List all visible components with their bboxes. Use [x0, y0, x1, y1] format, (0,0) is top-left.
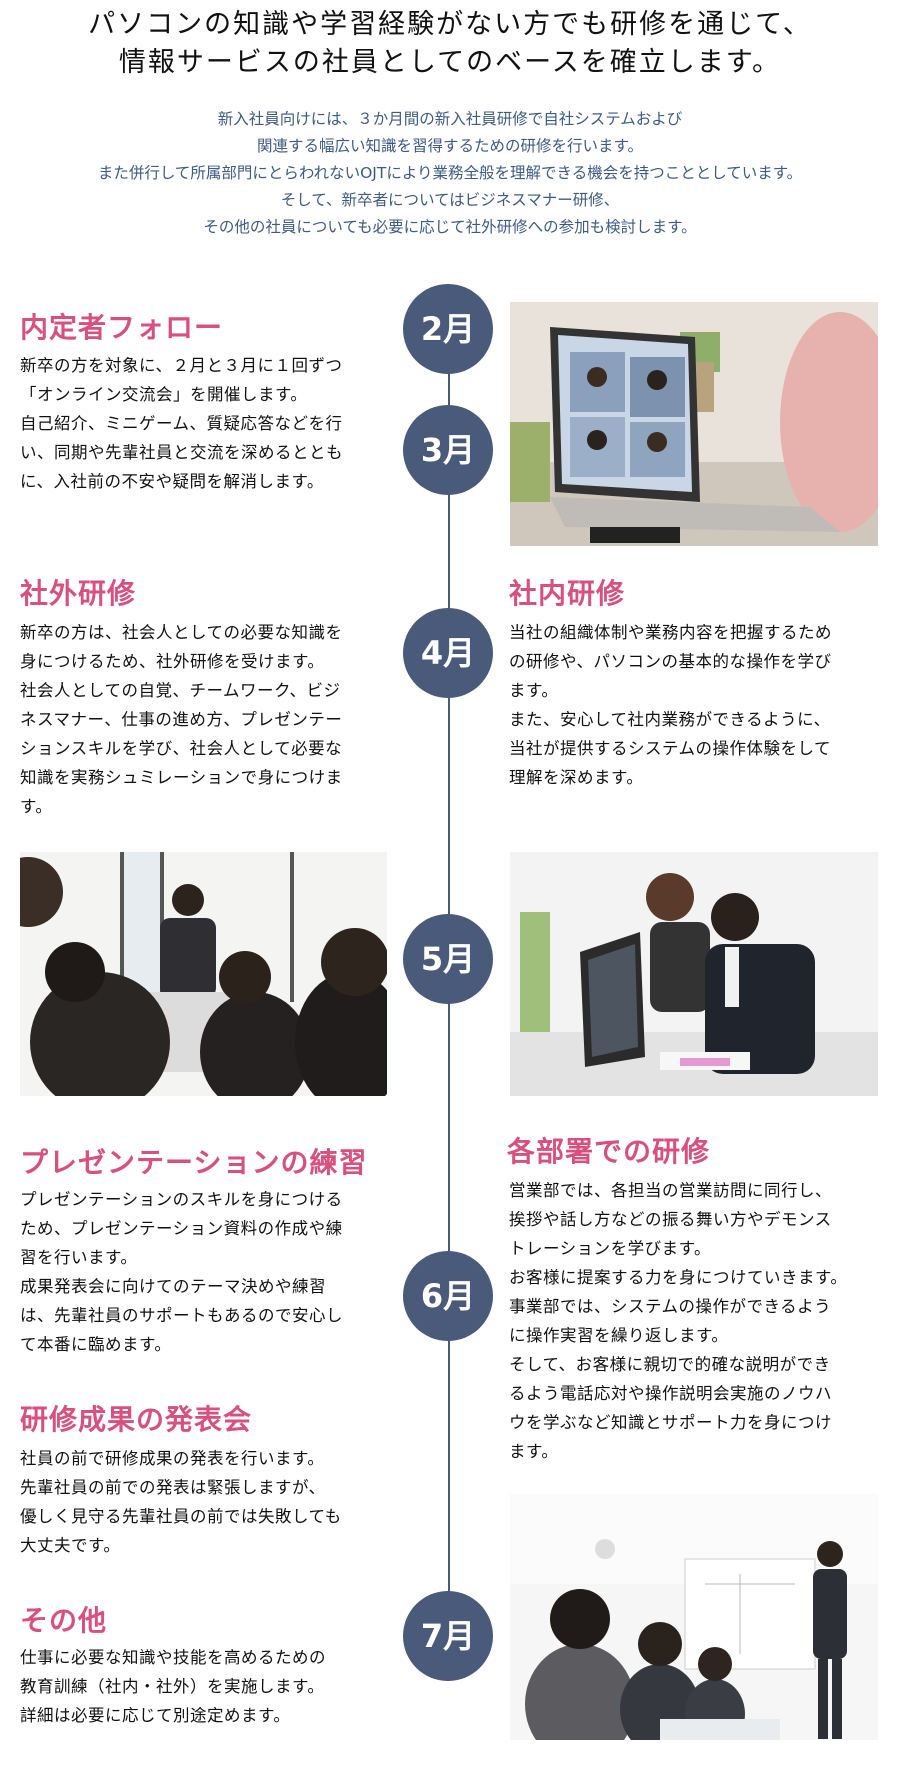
section-title-external: 社外研修 — [20, 577, 137, 610]
section-body-follow: 新卒の方を対象に、２月と３月に１回ずつ 「オンライン交流会」を開催します。 自己… — [20, 356, 343, 491]
section-title-department: 各部署での研修 — [507, 1135, 711, 1168]
section-title-follow: 内定者フォロー — [20, 311, 224, 344]
section-body-internal: 当社の組織体制や業務内容を把握するため の研修や、パソコンの基本的な操作を学び … — [509, 623, 832, 787]
intro-line: そして、新卒者についてはビジネスマナー研修、 — [280, 191, 620, 209]
section-body-results: 社員の前で研修成果の発表を行います。 先輩社員の前での発表は緊張しますが、 優し… — [20, 1449, 342, 1555]
page-headline: パソコンの知識や学習経験がない方でも研修を通じて、 情報サービスの社員としてのベ… — [0, 6, 900, 82]
section-title-internal: 社内研修 — [509, 577, 626, 610]
month-badge-jun: 6月 — [403, 1251, 493, 1341]
headline-line-1: パソコンの知識や学習経験がない方でも研修を通じて、 — [88, 9, 812, 40]
section-body-presentation: プレゼンテーションのスキルを身につける ため、プレゼンテーション資料の作成や練 … — [20, 1190, 343, 1354]
photo-online-meeting — [510, 302, 878, 546]
photo-office-pc — [510, 852, 878, 1096]
section-body-other: 仕事に必要な知識や技能を高めるための 教育訓練（社内・社外）を実施します。 詳細… — [20, 1648, 326, 1725]
intro-line: その他の社員についても必要に応じて社外研修への参加も検討します。 — [203, 218, 697, 236]
month-badge-may: 5月 — [403, 914, 493, 1004]
section-body-external: 新卒の方は、社会人としての必要な知識を 身につけるため、社外研修を受けます。 社… — [20, 623, 343, 816]
section-title-other: その他 — [20, 1604, 108, 1637]
intro-line: 新入社員向けには、３か月間の新入社員研修で自社システムおよび — [217, 110, 683, 128]
photo-seminar — [20, 852, 387, 1096]
month-badge-jul: 7月 — [403, 1591, 493, 1681]
intro-line: また併行して所属部門にとらわれないOJTにより業務全般を理解できる機会を持つこと… — [97, 164, 803, 182]
intro-line: 関連する幅広い知識を習得するための研修を行います。 — [257, 137, 643, 155]
month-badge-apr: 4月 — [403, 608, 493, 698]
photo-whiteboard-lecture — [510, 1494, 878, 1740]
month-badge-feb: 2月 — [403, 284, 493, 374]
month-badge-mar: 3月 — [403, 405, 493, 495]
headline-line-2: 情報サービスの社員としてのベースを確立します。 — [118, 47, 782, 78]
section-title-results: 研修成果の発表会 — [20, 1403, 253, 1436]
section-title-presentation: プレゼンテーションの練習 — [20, 1146, 368, 1179]
intro-text: 新入社員向けには、３か月間の新入社員研修で自社システムおよび 関連する幅広い知識… — [0, 106, 900, 241]
section-body-department: 営業部では、各担当の営業訪問に同行し、 挨拶や話し方などの振る舞い方やデモンス … — [509, 1181, 848, 1461]
